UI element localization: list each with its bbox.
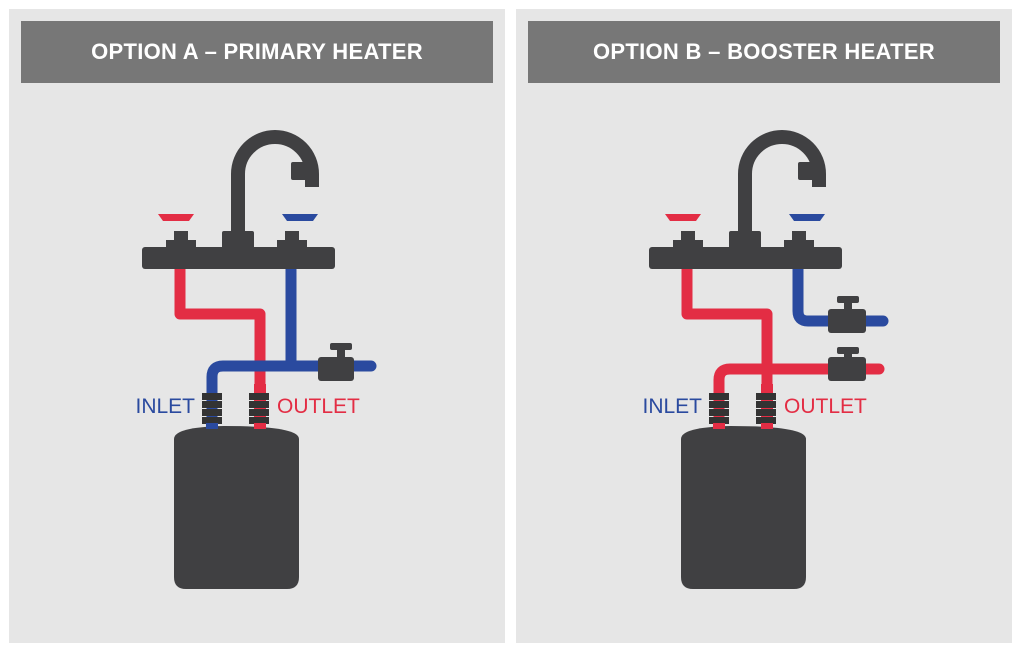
hot-handle-icon <box>665 214 701 221</box>
cold-valve-handle <box>837 296 859 303</box>
inlet-connector <box>202 393 222 424</box>
water-heater-tank <box>174 426 299 589</box>
cold-handle-icon <box>282 214 318 221</box>
option-a-panel: OPTION A – PRIMARY HEATER <box>9 9 505 643</box>
cold-valve-body <box>828 309 866 333</box>
faucet-spout <box>738 130 826 247</box>
hot-outlet-pipe <box>713 363 885 425</box>
option-b-title: OPTION B – BOOSTER HEATER <box>592 39 935 64</box>
faucet-aerator <box>291 162 315 180</box>
hot-valve-body <box>828 357 866 381</box>
hot-handle-collar <box>166 240 196 249</box>
cold-handle-collar <box>784 240 814 249</box>
shutoff-valve-body <box>318 357 354 381</box>
faucet-base <box>729 231 761 249</box>
inlet-connector <box>709 393 729 424</box>
cold-valve-stem <box>844 302 852 311</box>
inlet-label: INLET <box>135 395 195 418</box>
option-b-header: OPTION B – BOOSTER HEATER <box>528 21 1000 83</box>
cold-handle-collar <box>277 240 307 249</box>
outlet-label: OUTLET <box>277 395 360 418</box>
outlet-connector <box>756 393 776 424</box>
hot-handle-collar <box>673 240 703 249</box>
option-b-panel: OPTION B – BOOSTER HEATER <box>516 9 1012 643</box>
option-a-title: OPTION A – PRIMARY HEATER <box>91 39 423 64</box>
heater-inlet-tab <box>206 423 218 429</box>
cold-supply-pipe <box>792 253 889 327</box>
hot-valve-handle <box>837 347 859 354</box>
option-b-diagram: INLET OUTLET <box>642 130 889 589</box>
inlet-label: INLET <box>642 395 702 418</box>
hot-supply-pipe <box>174 259 266 384</box>
faucet-spout <box>231 130 319 247</box>
outlet-connector <box>249 393 269 424</box>
hot-handle-icon <box>158 214 194 221</box>
water-heater-tank <box>681 426 806 589</box>
cold-inlet-pipe <box>206 360 377 425</box>
heater-outlet-tab <box>254 423 266 429</box>
shutoff-valve-handle <box>330 343 352 350</box>
faucet-deck <box>142 247 335 269</box>
heater-inlet-tab <box>713 423 725 429</box>
faucet-base <box>222 231 254 249</box>
outlet-label: OUTLET <box>784 395 867 418</box>
faucet-deck <box>649 247 842 269</box>
option-a-header: OPTION A – PRIMARY HEATER <box>21 21 493 83</box>
hot-valve-stem <box>844 353 852 359</box>
cold-handle-icon <box>789 214 825 221</box>
hot-supply-pipe <box>681 259 773 384</box>
shutoff-valve-stem <box>337 349 345 359</box>
option-a-diagram: INLET OUTLET <box>135 130 377 589</box>
heater-outlet-tab <box>761 423 773 429</box>
faucet-aerator <box>798 162 822 180</box>
